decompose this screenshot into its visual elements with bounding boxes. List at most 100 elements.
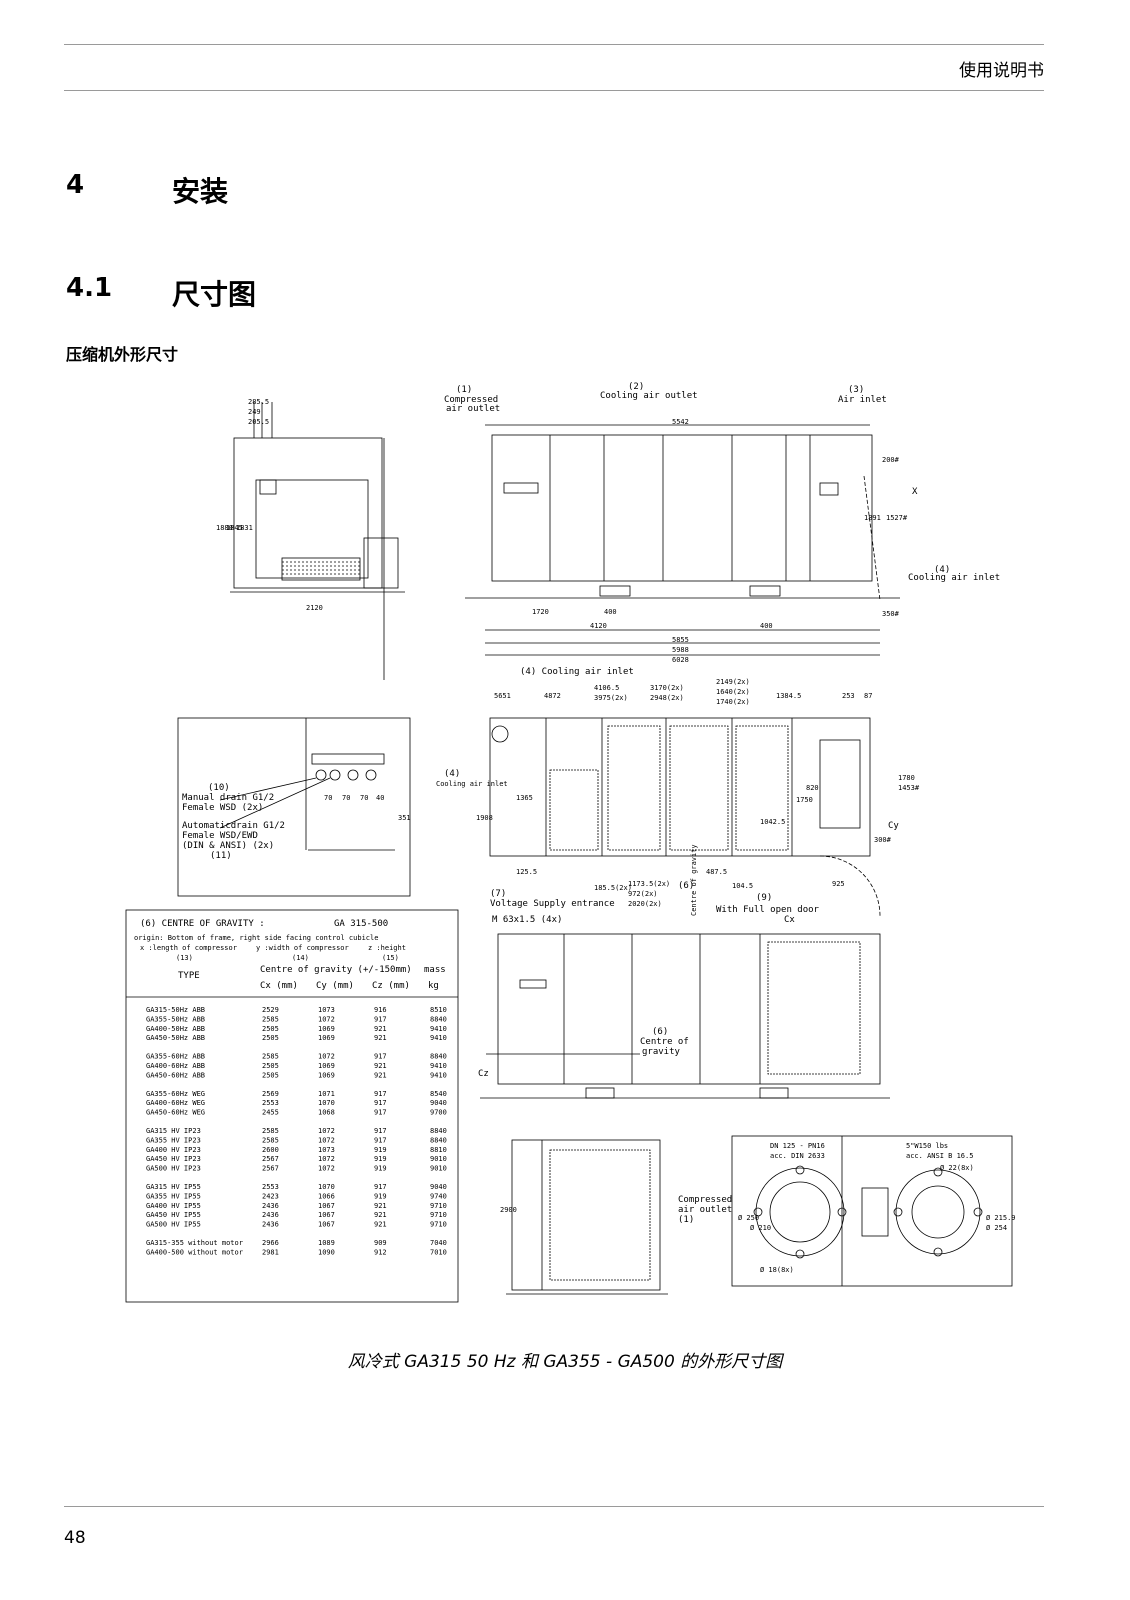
label-6-top-text: Centre of gravity [690, 844, 698, 916]
cog-cy-header: Cy (mm) [316, 981, 354, 991]
drawing-heading: 压缩机外形尺寸 [66, 345, 179, 364]
subsection-title: 尺寸图 [172, 278, 257, 311]
cog-type-cell: GA400-60Hz ABB [146, 1062, 205, 1070]
cog-model: GA 315-500 [334, 919, 388, 929]
dim-285-5: 285.5 [248, 398, 269, 406]
label-4-bottom: (4) Cooling air inlet [520, 667, 634, 677]
cog-table: (6) CENTRE OF GRAVITY : GA 315-500 origi… [134, 919, 447, 1256]
cog-cz-cell: 917 [374, 1090, 387, 1098]
cog-mass-cell: 9040 [430, 1099, 447, 1107]
cog-type-cell: GA315-50Hz ABB [146, 1006, 205, 1014]
dim-1640: 1640(2x) [716, 688, 750, 696]
cog-cy-cell: 1073 [318, 1146, 335, 1154]
cog-cz-cell: 921 [374, 1221, 387, 1229]
cog-type-cell: GA400-50Hz ABB [146, 1025, 205, 1033]
cog-cz-cell: 921 [374, 1202, 387, 1210]
dim-300: 300# [874, 836, 892, 844]
end-view [230, 402, 405, 680]
cog-cz-cell: 919 [374, 1165, 387, 1173]
dim-1527: 1527# [886, 514, 908, 522]
end-view-small [506, 1139, 668, 1295]
dim-1365: 1365 [516, 794, 533, 802]
cog-cy-cell: 1073 [318, 1006, 335, 1014]
cog-type-cell: GA355 HV IP23 [146, 1136, 201, 1144]
dimension-drawing: 285.5 249 205.5 1880 1845 1831 2120 (1) … [125, 382, 1016, 1303]
dim-1780: 1780 [898, 774, 915, 782]
cog-mass-cell: 9740 [430, 1192, 447, 1200]
dim-70b: 70 [342, 794, 350, 802]
cog-cx-cell: 2436 [262, 1221, 279, 1229]
label-cx: Cx [784, 915, 795, 925]
cog-cz-cell: 921 [374, 1025, 387, 1033]
flange-outlet-3: (1) [678, 1215, 694, 1225]
cog-cy-cell: 1072 [318, 1165, 335, 1173]
cog-origin: origin: Bottom of frame, right side faci… [134, 934, 378, 942]
cog-type-cell: GA500 HV IP23 [146, 1165, 201, 1173]
cog-cy-cell: 1067 [318, 1221, 335, 1229]
cog-cz-cell: 917 [374, 1015, 387, 1023]
cog-mass-cell: 9710 [430, 1221, 447, 1229]
label-cz: Cz [478, 1069, 489, 1079]
cog-type-cell: GA400-500 without motor [146, 1248, 243, 1256]
cog-type-cell: GA400-60Hz WEG [146, 1099, 205, 1107]
header-top-rule [64, 44, 1044, 45]
cog-cz-cell: 921 [374, 1034, 387, 1042]
cog-cz-cell: 909 [374, 1239, 387, 1247]
label-1: (1) [456, 385, 472, 395]
dim-200: 200# [882, 456, 900, 464]
cog-cz-cell: 916 [374, 1006, 387, 1014]
page-number: 48 [64, 1528, 86, 1548]
label-9: (9) [756, 893, 772, 903]
cog-cx-cell: 2600 [262, 1146, 279, 1154]
dim-205-5: 205.5 [248, 418, 269, 426]
cog-x-note: x :length of compressor [140, 944, 237, 952]
cog-cz-cell: 917 [374, 1127, 387, 1135]
cog-cz-cell: 917 [374, 1183, 387, 1191]
cog-cx-cell: 2505 [262, 1062, 279, 1070]
cog-cy-cell: 1069 [318, 1071, 335, 1079]
flange-din-2: acc. DIN 2633 [770, 1152, 825, 1160]
cog-type-cell: GA355-50Hz ABB [146, 1015, 205, 1023]
cog-cx-cell: 2505 [262, 1071, 279, 1079]
dim-1891: 1891 [864, 514, 881, 522]
cog-cx-cell: 2585 [262, 1015, 279, 1023]
dim-3975: 3975(2x) [594, 694, 628, 702]
cog-mass-cell: 9710 [430, 1211, 447, 1219]
cog-type-cell: GA315 HV IP23 [146, 1127, 201, 1135]
cog-cz-cell: 921 [374, 1071, 387, 1079]
plan-view [489, 717, 881, 917]
cog-mass-cell: 8810 [430, 1146, 447, 1154]
cog-cz-cell: 912 [374, 1248, 387, 1256]
dim-104-5: 104.5 [732, 882, 753, 890]
cog-cz-cell: 919 [374, 1192, 387, 1200]
cog-cz-cell: 917 [374, 1109, 387, 1117]
dim-4120: 4120 [590, 622, 607, 630]
cog-cz-cell: 917 [374, 1053, 387, 1061]
label-1-line2: air outlet [446, 404, 500, 414]
dim-351: 351 [398, 814, 411, 822]
front-view [480, 933, 890, 1099]
figure-caption: 风冷式 GA315 50 Hz 和 GA355 - GA500 的外形尺寸图 [347, 1352, 783, 1372]
cog-mass-cell: 9040 [430, 1183, 447, 1191]
label-4-side: (4) [934, 565, 950, 575]
cog-table-frame [125, 909, 459, 1303]
cog-group-header: Centre of gravity (+/-150mm) [260, 965, 412, 975]
label-11-2: Female WSD/EWD [182, 831, 258, 841]
label-10-2: Female WSD (2x) [182, 803, 263, 813]
dim-400a: 400 [604, 608, 617, 616]
running-header: 使用说明书 [959, 61, 1044, 81]
cog-cy-cell: 1069 [318, 1034, 335, 1042]
cog-type-cell: GA450-50Hz ABB [146, 1034, 205, 1042]
dim-2120: 2120 [306, 604, 323, 612]
label-7: (7) [490, 889, 506, 899]
label-11-1: Automaticdrain G1/2 [182, 821, 285, 831]
dim-1453: 1453# [898, 784, 920, 792]
dim-487-5: 487.5 [706, 868, 727, 876]
cog-cx-cell: 2436 [262, 1202, 279, 1210]
label-7-text: Voltage Supply entrance [490, 899, 615, 909]
cog-mass-cell: 8840 [430, 1127, 447, 1135]
dim-5542: 5542 [672, 418, 689, 426]
label-9-text: With Full open door [716, 905, 820, 915]
cog-mass-cell: 9410 [430, 1025, 447, 1033]
dim-5651: 5651 [494, 692, 511, 700]
